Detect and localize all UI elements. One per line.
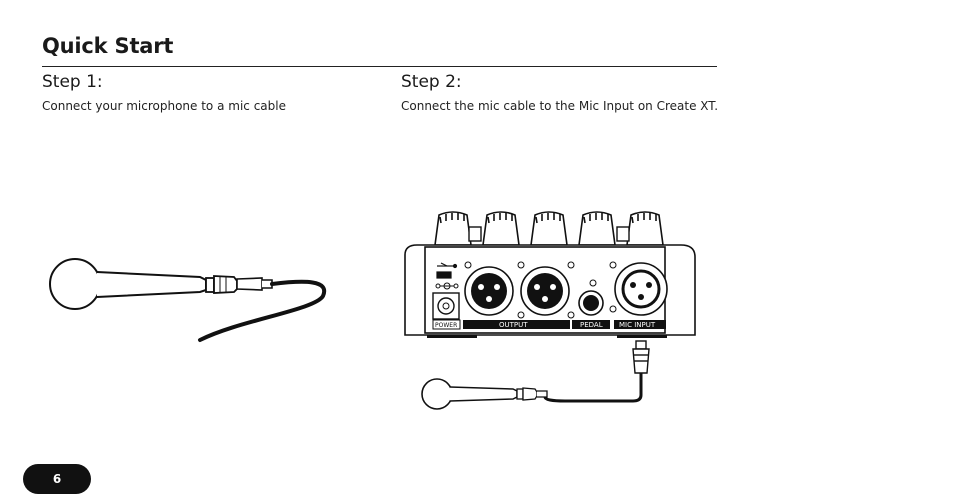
knob-icons bbox=[434, 211, 664, 246]
microphone-with-cable-figure bbox=[49, 258, 327, 342]
xlr-connector-icon bbox=[236, 277, 273, 291]
page-title: Quick Start bbox=[42, 34, 174, 58]
step-1-heading: Step 1: bbox=[42, 72, 103, 92]
screw-icons bbox=[464, 261, 617, 319]
power-jack bbox=[432, 292, 460, 320]
output-label: OUTPUT bbox=[499, 321, 528, 329]
title-divider bbox=[42, 66, 717, 67]
microphone-icon bbox=[421, 378, 548, 410]
mic-input-jack bbox=[614, 262, 668, 316]
step-2-heading: Step 2: bbox=[401, 72, 462, 92]
microphone-icon bbox=[49, 258, 238, 310]
mic-cable-icon bbox=[543, 373, 643, 403]
usb-icon bbox=[436, 262, 458, 279]
step-1-text: Connect your microphone to a mic cable bbox=[42, 99, 286, 113]
output-jack-left bbox=[464, 266, 514, 316]
create-xt-connection-figure: POWER OUTPUT PEDAL MIC INPUT bbox=[404, 211, 696, 410]
page-number-badge: 6 bbox=[23, 464, 91, 494]
mic-cable-icon bbox=[198, 279, 327, 342]
pedal-label: PEDAL bbox=[580, 321, 603, 329]
pedal-jack bbox=[578, 290, 604, 316]
step-2-text: Connect the mic cable to the Mic Input o… bbox=[401, 99, 719, 113]
mic-input-label: MIC INPUT bbox=[619, 321, 656, 329]
power-polarity-icon bbox=[435, 282, 459, 290]
output-jack-right bbox=[520, 266, 570, 316]
power-label: POWER bbox=[435, 322, 457, 329]
xlr-plug-icon bbox=[632, 340, 650, 374]
